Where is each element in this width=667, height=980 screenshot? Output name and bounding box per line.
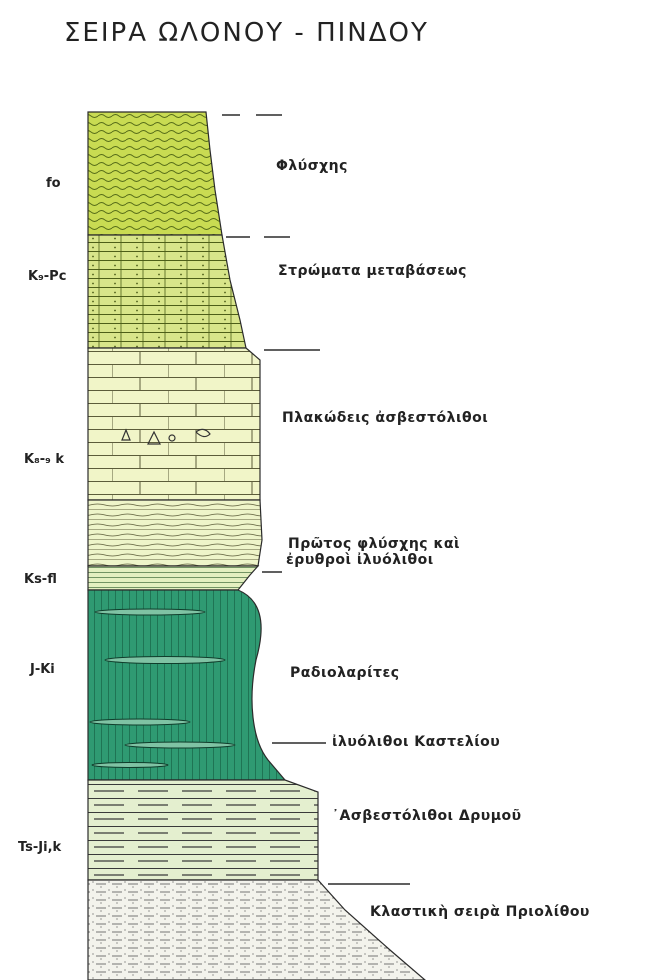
label-platy-limestones: Πλακώδεις ἀσβεστόλιθοι	[282, 410, 488, 426]
layer-platy-limestones	[88, 348, 260, 500]
label-red-siltstones: ἐρυθροὶ ἰλυόλιθοι	[286, 553, 434, 568]
layer-flysch	[88, 112, 222, 235]
code-k9-pc: K₉-Pc	[28, 269, 66, 284]
label-first-flysch: Πρῶτος φλύσχης καὶ	[288, 537, 460, 552]
layer-radiolarites	[88, 590, 285, 780]
layer-first-flysch	[88, 500, 262, 566]
label-clastic-series: Κλαστικὴ σειρὰ Πριολίθου	[370, 904, 590, 920]
code-ks-fl: Ks-fl	[24, 572, 57, 587]
code-fo: fo	[46, 176, 61, 191]
label-transition-beds: Στρώματα μεταβάσεως	[278, 263, 467, 279]
label-kastelli-siltstones: ἰλυόλιθοι Καστελίου	[332, 734, 500, 750]
code-j-ki: J-Ki	[30, 662, 55, 677]
label-flysch: Φλύσχης	[276, 158, 348, 174]
label-radiolarites: Ραδιολαρίτες	[290, 665, 400, 681]
layer-clastic-series	[88, 880, 425, 980]
code-k8-9-k: K₈-₉ k	[24, 452, 64, 467]
layer-drymos-limestones	[88, 780, 318, 880]
layer-transition-beds	[88, 235, 246, 348]
label-drymos-limestones: ᾿Ασβεστόλιθοι Δρυμοῦ	[332, 808, 522, 824]
layer-red-siltstones	[88, 566, 258, 590]
code-ts-ji-k: Ts-Ji,k	[18, 840, 61, 855]
